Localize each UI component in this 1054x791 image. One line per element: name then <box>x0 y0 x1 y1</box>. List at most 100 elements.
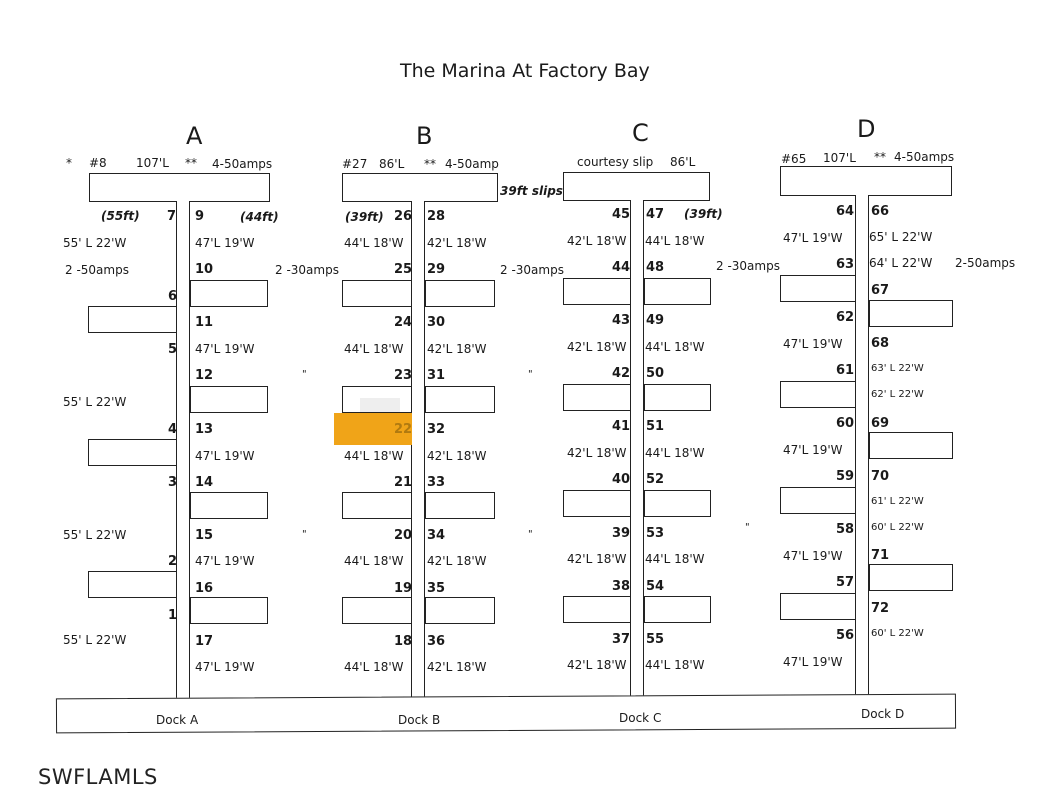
slip-number[interactable]: 55 <box>646 632 665 647</box>
dock-b-name: Dock B <box>398 713 441 727</box>
slip-dimensions: 44'L 18'W <box>344 449 404 463</box>
slip-number[interactable]: 16 <box>195 581 214 596</box>
slip-number[interactable]: 5 <box>168 342 178 357</box>
dock-b-header-num: #27 <box>342 157 368 171</box>
slip-number[interactable]: 29 <box>427 262 446 277</box>
slip-number[interactable]: 11 <box>195 315 214 330</box>
slip-number[interactable]: 60 <box>836 416 855 431</box>
slip-number[interactable]: 62 <box>836 310 855 325</box>
slip-dimensions: 44'L 18'W <box>645 552 705 566</box>
dock-a-size-left: (55ft) <box>101 209 140 223</box>
slip-number[interactable]: 50 <box>646 366 665 381</box>
slip-number[interactable]: 67 <box>871 283 890 298</box>
slip-number[interactable]: 69 <box>871 416 890 431</box>
slip-number[interactable]: 59 <box>836 469 855 484</box>
finger-pier <box>644 596 711 623</box>
slip-number[interactable]: 20 <box>394 528 413 543</box>
slip-number[interactable]: 24 <box>394 315 413 330</box>
slip-number[interactable]: 35 <box>427 581 446 596</box>
slip-dimensions: 42'L 18'W <box>567 446 627 460</box>
slip-number[interactable]: 12 <box>195 368 214 383</box>
slip-dimensions: 47'L 19'W <box>195 660 255 674</box>
slip-number[interactable]: 38 <box>612 579 631 594</box>
slip-number[interactable]: 45 <box>612 207 631 222</box>
dock-b-head <box>342 173 498 202</box>
finger-pier <box>563 490 631 517</box>
slip-number[interactable]: 51 <box>646 419 665 434</box>
slip-number[interactable]: 37 <box>612 632 631 647</box>
dock-b-header-length: 86'L <box>379 157 405 171</box>
slip-number[interactable]: 21 <box>394 475 413 490</box>
slip-number[interactable]: 71 <box>871 548 890 563</box>
slip-number[interactable]: 30 <box>427 315 446 330</box>
ditto-mark: " <box>302 529 307 540</box>
slip-number[interactable]: 31 <box>427 368 446 383</box>
slip-number[interactable]: 64 <box>836 204 855 219</box>
slip-number[interactable]: 57 <box>836 575 855 590</box>
slip-number[interactable]: 44 <box>612 260 631 275</box>
slip-number[interactable]: 1 <box>168 608 178 623</box>
dock-b-amps-right: 2 -30amps <box>500 263 564 277</box>
slip-number[interactable]: 53 <box>646 526 665 541</box>
slip-number[interactable]: 40 <box>612 472 631 487</box>
slip-number[interactable]: 33 <box>427 475 446 490</box>
slip-number[interactable]: 43 <box>612 313 631 328</box>
slip-number[interactable]: 14 <box>195 475 214 490</box>
ditto-mark: " <box>745 522 750 533</box>
slip-number[interactable]: 23 <box>394 368 413 383</box>
finger-pier <box>190 280 268 307</box>
finger-pier <box>644 384 711 411</box>
slip-number[interactable]: 32 <box>427 422 446 437</box>
slip-number[interactable]: 48 <box>646 260 665 275</box>
slip-number[interactable]: 47 <box>646 207 665 222</box>
slip-number[interactable]: 25 <box>394 262 413 277</box>
slip-number[interactable]: 10 <box>195 262 214 277</box>
slip-dimensions: 42'L 18'W <box>567 234 627 248</box>
slip-number[interactable]: 18 <box>394 634 413 649</box>
slip-number[interactable]: 28 <box>427 209 446 224</box>
dock-b-note: 39ft slips <box>500 184 563 198</box>
slip-number[interactable]: 42 <box>612 366 631 381</box>
slip-dimensions: 55' L 22'W <box>63 633 127 647</box>
finger-pier <box>425 386 495 413</box>
slip-22-highlight[interactable] <box>334 413 412 445</box>
dock-d-pier <box>855 195 869 698</box>
dock-c-amps: 2 -30amps <box>716 259 780 273</box>
slip-number[interactable]: 4 <box>168 422 178 437</box>
slip-dimensions: 47'L 19'W <box>783 337 843 351</box>
slip-number[interactable]: 49 <box>646 313 665 328</box>
slip-number[interactable]: 17 <box>195 634 214 649</box>
slip-number[interactable]: 66 <box>871 204 890 219</box>
slip-number[interactable]: 34 <box>427 528 446 543</box>
slip-number[interactable]: 39 <box>612 526 631 541</box>
slip-number[interactable]: 58 <box>836 522 855 537</box>
slip-number[interactable]: 3 <box>168 475 178 490</box>
slip-number[interactable]: 26 <box>394 209 413 224</box>
slip-number[interactable]: 19 <box>394 581 413 596</box>
slip-number[interactable]: 36 <box>427 634 446 649</box>
slip-number[interactable]: 52 <box>646 472 665 487</box>
slip-number[interactable]: 56 <box>836 628 855 643</box>
finger-pier <box>869 432 953 459</box>
slip-number[interactable]: 7 <box>167 209 177 224</box>
slip-number[interactable]: 63 <box>836 257 855 272</box>
dock-c-letter: C <box>632 119 649 147</box>
slip-dimensions: 47'L 19'W <box>195 449 255 463</box>
slip-number[interactable]: 13 <box>195 422 214 437</box>
slip-number[interactable]: 41 <box>612 419 631 434</box>
slip-number[interactable]: 15 <box>195 528 214 543</box>
slip-number[interactable]: 72 <box>871 601 890 616</box>
finger-pier <box>780 487 856 514</box>
slip-number[interactable]: 9 <box>195 209 205 224</box>
slip-number[interactable]: 68 <box>871 336 890 351</box>
slip-number[interactable]: 61 <box>836 363 855 378</box>
dock-d-letter: D <box>857 115 876 143</box>
slip-number[interactable]: 70 <box>871 469 890 484</box>
slip-number[interactable]: 54 <box>646 579 665 594</box>
finger-pier <box>342 280 412 307</box>
slip-number-highlighted[interactable]: 22 <box>394 422 413 437</box>
slip-number[interactable]: 6 <box>168 289 178 304</box>
slip-number[interactable]: 2 <box>168 554 178 569</box>
finger-pier <box>644 490 711 517</box>
dock-d-amps: 2-50amps <box>955 256 1016 270</box>
